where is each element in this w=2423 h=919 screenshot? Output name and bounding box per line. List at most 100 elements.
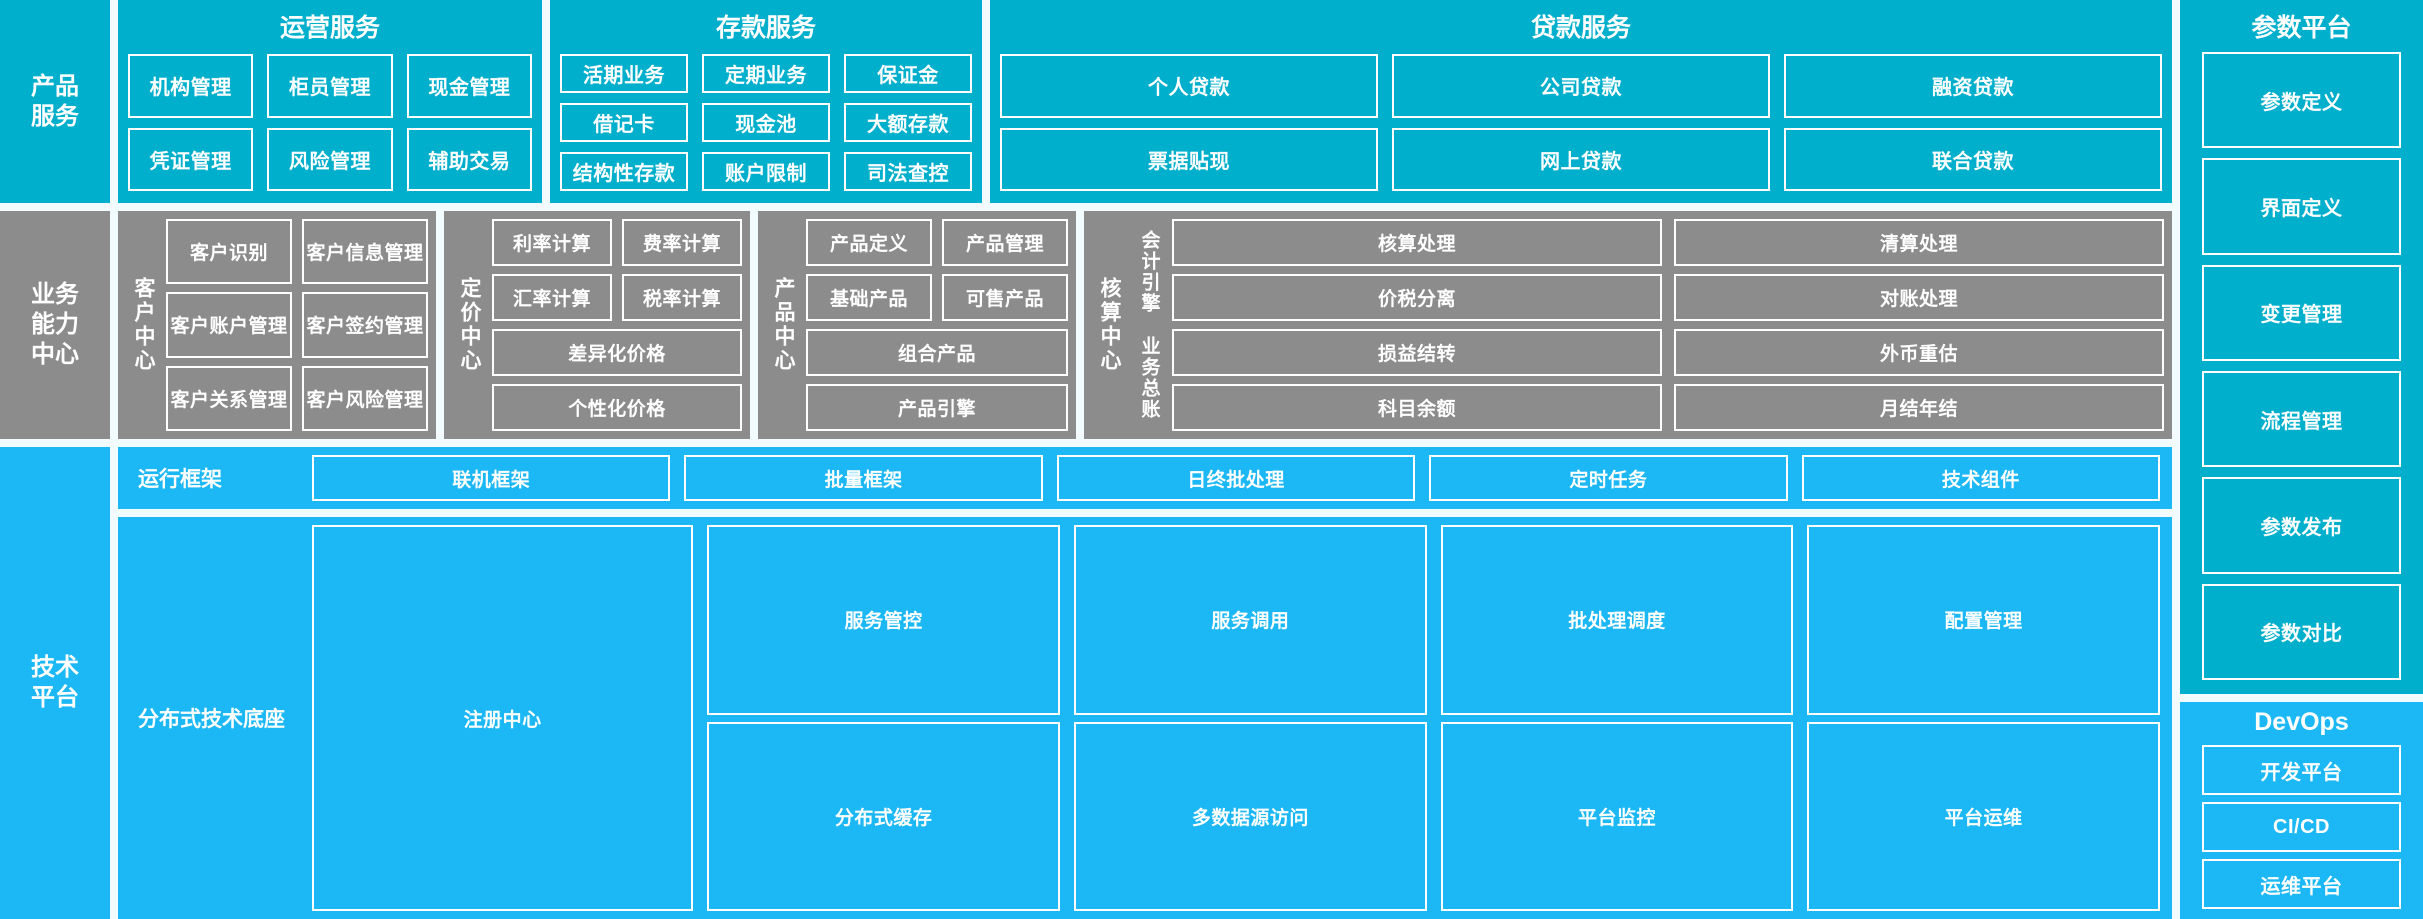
group-loan-service: 贷款服务 个人贷款 公司贷款 融资贷款 票据贴现 网上贷款 联合贷款	[990, 0, 2172, 203]
tech-item[interactable]: 平台运维	[1807, 721, 2160, 911]
layer-label-technical-platform: 技术 平台	[0, 447, 110, 919]
capability-item[interactable]: 产品管理	[942, 219, 1068, 266]
group-title-operation-service: 运营服务	[279, 14, 380, 42]
band-title-distributed-base: 分布式技术底座	[138, 708, 285, 731]
capability-item[interactable]: 个性化价格	[492, 384, 742, 431]
panel-title-devops: DevOps	[2254, 708, 2349, 736]
service-item[interactable]: 定期业务	[702, 54, 830, 93]
band-title-runtime-framework: 运行框架	[138, 468, 222, 491]
service-item[interactable]: 票据贴现	[1000, 127, 1378, 191]
parameter-item[interactable]: 参数对比	[2202, 583, 2401, 680]
tech-item[interactable]: 多数据源访问	[1074, 721, 1427, 911]
capability-item[interactable]: 产品引擎	[806, 384, 1068, 431]
parameter-item[interactable]: 参数发布	[2202, 477, 2401, 574]
service-item[interactable]: 网上贷款	[1392, 127, 1770, 191]
capability-item[interactable]: 对账处理	[1674, 274, 2164, 321]
capability-item[interactable]: 客户账户管理	[166, 292, 292, 358]
capability-item[interactable]: 客户风险管理	[302, 365, 428, 431]
service-item[interactable]: 机构管理	[128, 54, 254, 118]
service-item[interactable]: 融资贷款	[1784, 54, 2162, 118]
tech-item-registry[interactable]: 注册中心	[312, 525, 694, 911]
panel-title-parameter-platform: 参数平台	[2251, 14, 2352, 42]
parameter-item[interactable]: 界面定义	[2202, 158, 2401, 255]
capability-item[interactable]: 客户信息管理	[302, 219, 428, 285]
service-item[interactable]: 柜员管理	[267, 54, 393, 118]
service-item[interactable]: 联合贷款	[1784, 127, 2162, 191]
center-label-customer: 客户中心	[132, 277, 155, 373]
center-customer: 客户中心 客户识别 客户信息管理 客户账户管理 客户签约管理 客户关系管理 客户	[118, 211, 436, 439]
tech-item[interactable]: 批处理调度	[1440, 525, 1794, 715]
panel-devops: DevOps 开发平台 CI/CD 运维平台	[2180, 702, 2423, 919]
capability-item[interactable]: 客户签约管理	[302, 292, 428, 358]
service-item[interactable]: 风险管理	[267, 127, 393, 191]
group-operation-service: 运营服务 机构管理 柜员管理 现金管理 凭证管理 风险管理 辅助交易	[118, 0, 542, 203]
capability-item[interactable]: 客户关系管理	[166, 365, 292, 431]
capability-item[interactable]: 组合产品	[806, 329, 1068, 376]
layer-label-business-capability: 业务 能力 中心	[0, 211, 110, 439]
layer-label-product-service: 产品 服务	[0, 0, 110, 203]
devops-item[interactable]: 运维平台	[2202, 859, 2401, 909]
capability-item[interactable]: 税率计算	[622, 274, 742, 321]
service-item[interactable]: 活期业务	[560, 54, 688, 93]
tech-item[interactable]: 服务管控	[707, 525, 1060, 715]
layer-product-service: 产品 服务 运营服务 机构管理 柜员管理 现金管理 凭证管理 风险管理 辅助交易…	[0, 0, 2423, 203]
capability-item[interactable]: 价税分离	[1172, 274, 1662, 321]
center-pricing: 定价中心 利率计算 费率计算 汇率计算 税率计算 差异化价格	[444, 211, 750, 439]
capability-item[interactable]: 可售产品	[942, 274, 1068, 321]
service-item[interactable]: 借记卡	[560, 103, 688, 142]
devops-item[interactable]: 开发平台	[2202, 745, 2401, 795]
service-item[interactable]: 公司贷款	[1392, 54, 1770, 118]
center-label-pricing: 定价中心	[458, 277, 481, 373]
center-label-accounting: 核算中心	[1098, 277, 1121, 373]
tech-item[interactable]: 日终批处理	[1056, 455, 1416, 501]
group-title-deposit-service: 存款服务	[715, 14, 816, 42]
layer-business-capability: 业务 能力 中心 客户中心 客户识别 客户信息管理 客户账户管理 客户签约管理	[0, 211, 2423, 439]
capability-item[interactable]: 利率计算	[492, 219, 612, 266]
capability-item[interactable]: 核算处理	[1172, 219, 1662, 266]
service-item[interactable]: 辅助交易	[406, 127, 532, 191]
capability-item[interactable]: 月结年结	[1674, 384, 2164, 431]
parameter-item[interactable]: 参数定义	[2202, 52, 2401, 149]
service-item[interactable]: 现金池	[702, 103, 830, 142]
capability-item[interactable]: 差异化价格	[492, 329, 742, 376]
capability-item[interactable]: 客户识别	[166, 219, 292, 285]
service-item[interactable]: 司法查控	[844, 152, 972, 191]
service-item[interactable]: 保证金	[844, 54, 972, 93]
capability-item[interactable]: 费率计算	[622, 219, 742, 266]
tech-item[interactable]: 联机框架	[312, 455, 671, 501]
layer-technical-platform: 技术 平台 运行框架 联机框架 批量框架 日终批处理 定时任务 技术组件	[0, 447, 2423, 919]
service-item[interactable]: 个人贷款	[1000, 54, 1378, 118]
capability-item[interactable]: 科目余额	[1172, 384, 1662, 431]
service-item[interactable]: 现金管理	[406, 54, 532, 118]
tech-item[interactable]: 批量框架	[684, 455, 1043, 501]
parameter-item[interactable]: 变更管理	[2202, 264, 2401, 361]
panel-parameter-platform: 参数平台 参数定义 界面定义 变更管理 流程管理 参数发布 参数对比	[2180, 0, 2423, 694]
group-title-loan-service: 贷款服务	[1530, 14, 1631, 42]
service-item[interactable]: 账户限制	[702, 152, 830, 191]
capability-item[interactable]: 产品定义	[806, 219, 932, 266]
center-sublabel-general-ledger: 业务总账	[1138, 336, 1160, 420]
band-runtime-framework: 运行框架 联机框架 批量框架 日终批处理 定时任务 技术组件	[118, 447, 2172, 509]
capability-item[interactable]: 基础产品	[806, 274, 932, 321]
center-accounting: 核算中心 会计引擎 业务总账 核算处理 清算处理 价税分离 对账处理 损益结转	[1084, 211, 2172, 439]
parameter-item[interactable]: 流程管理	[2202, 370, 2401, 468]
center-sublabel-accounting-engine: 会计引擎	[1138, 230, 1160, 314]
band-distributed-base: 分布式技术底座 注册中心 服务管控 分布式缓存 服务调用 多数据源访问	[118, 517, 2172, 919]
tech-item[interactable]: 配置管理	[1807, 525, 2160, 715]
tech-item[interactable]: 服务调用	[1074, 525, 1427, 715]
capability-item[interactable]: 外币重估	[1674, 329, 2164, 376]
group-deposit-service: 存款服务 活期业务 定期业务 保证金 借记卡 现金池 大额存款 结构性存款 账户…	[550, 0, 982, 203]
tech-item[interactable]: 分布式缓存	[707, 721, 1060, 911]
service-item[interactable]: 凭证管理	[128, 127, 254, 191]
capability-item[interactable]: 损益结转	[1172, 329, 1662, 376]
devops-item[interactable]: CI/CD	[2202, 802, 2401, 852]
tech-item[interactable]: 平台监控	[1440, 721, 1794, 911]
tech-item[interactable]: 定时任务	[1429, 455, 1788, 501]
capability-item[interactable]: 清算处理	[1674, 219, 2164, 266]
tech-item[interactable]: 技术组件	[1801, 455, 2161, 501]
capability-item[interactable]: 汇率计算	[492, 274, 612, 321]
service-item[interactable]: 结构性存款	[560, 152, 688, 191]
service-item[interactable]: 大额存款	[844, 103, 972, 142]
center-product: 产品中心 产品定义 产品管理 基础产品 可售产品 组合产品	[758, 211, 1076, 439]
